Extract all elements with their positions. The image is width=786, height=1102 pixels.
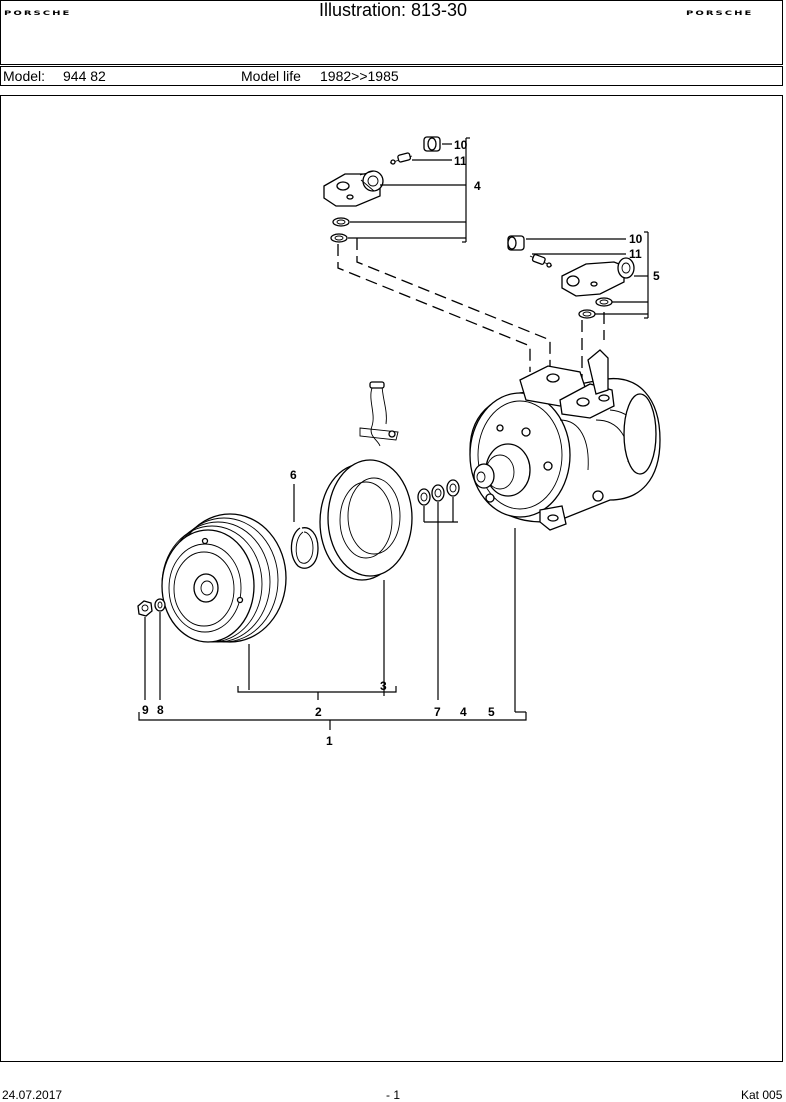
page-title: Illustration: 813-30	[318, 0, 468, 20]
hose-fitting-upper	[323, 136, 470, 243]
callout-1: 1	[326, 734, 333, 748]
fitting-body-4	[323, 170, 384, 207]
valve-11-upper	[389, 152, 413, 165]
model-value: 944 82	[63, 68, 106, 84]
model-label: Model:	[3, 68, 46, 84]
porsche-logo-right: PORSCHE	[686, 10, 754, 17]
clutch-pulley-2	[161, 513, 287, 690]
callout-labels: 10 11 4 10 11 5 6 3 2 9 8 7 4 5 1	[142, 138, 660, 748]
hose-fitting-right	[507, 231, 649, 319]
footer-date: 24.07.2017	[2, 1088, 63, 1102]
valve-11-right	[529, 254, 553, 268]
callout-7: 7	[434, 705, 441, 719]
callout-5-bottom: 5	[488, 705, 495, 719]
illustration-frame	[0, 95, 783, 1062]
porsche-logo-left: PORSCHE	[4, 10, 72, 17]
callout-4-top: 4	[474, 179, 481, 193]
callout-2: 2	[315, 705, 322, 719]
callout-3: 3	[380, 679, 387, 693]
footer-catalog: Kat 005	[741, 1088, 783, 1102]
snap-ring-6	[290, 484, 319, 569]
callout-8: 8	[157, 703, 164, 717]
o-ring-right-1	[595, 297, 613, 307]
nut-10-upper	[423, 136, 441, 152]
callout-5-top: 5	[653, 269, 660, 283]
model-life-value: 1982>>1985	[320, 68, 399, 84]
o-ring-upper-2	[330, 233, 348, 243]
callout-11-mid: 11	[629, 247, 642, 261]
footer-page: - 1	[386, 1088, 401, 1102]
header-box	[0, 0, 783, 65]
nut-9-washer-8	[137, 598, 166, 700]
field-coil-3	[319, 381, 413, 696]
callout-9: 9	[142, 703, 149, 717]
model-bar: Model: 944 82 Model life 1982>>1985	[0, 66, 783, 86]
model-life-label: Model life	[241, 68, 301, 84]
callout-10-top: 10	[454, 138, 468, 152]
grouping-brackets	[138, 528, 527, 730]
nut-10-right	[507, 235, 525, 251]
fitting-body-5	[561, 257, 635, 297]
callout-6: 6	[290, 468, 297, 482]
shim-washers-7	[417, 479, 460, 700]
callout-4-bottom: 4	[460, 705, 467, 719]
o-ring-right-2	[578, 309, 596, 319]
callout-11-top: 11	[454, 154, 467, 168]
ac-compressor	[469, 349, 661, 531]
callout-10-mid: 10	[629, 232, 643, 246]
o-ring-upper-1	[332, 217, 350, 227]
